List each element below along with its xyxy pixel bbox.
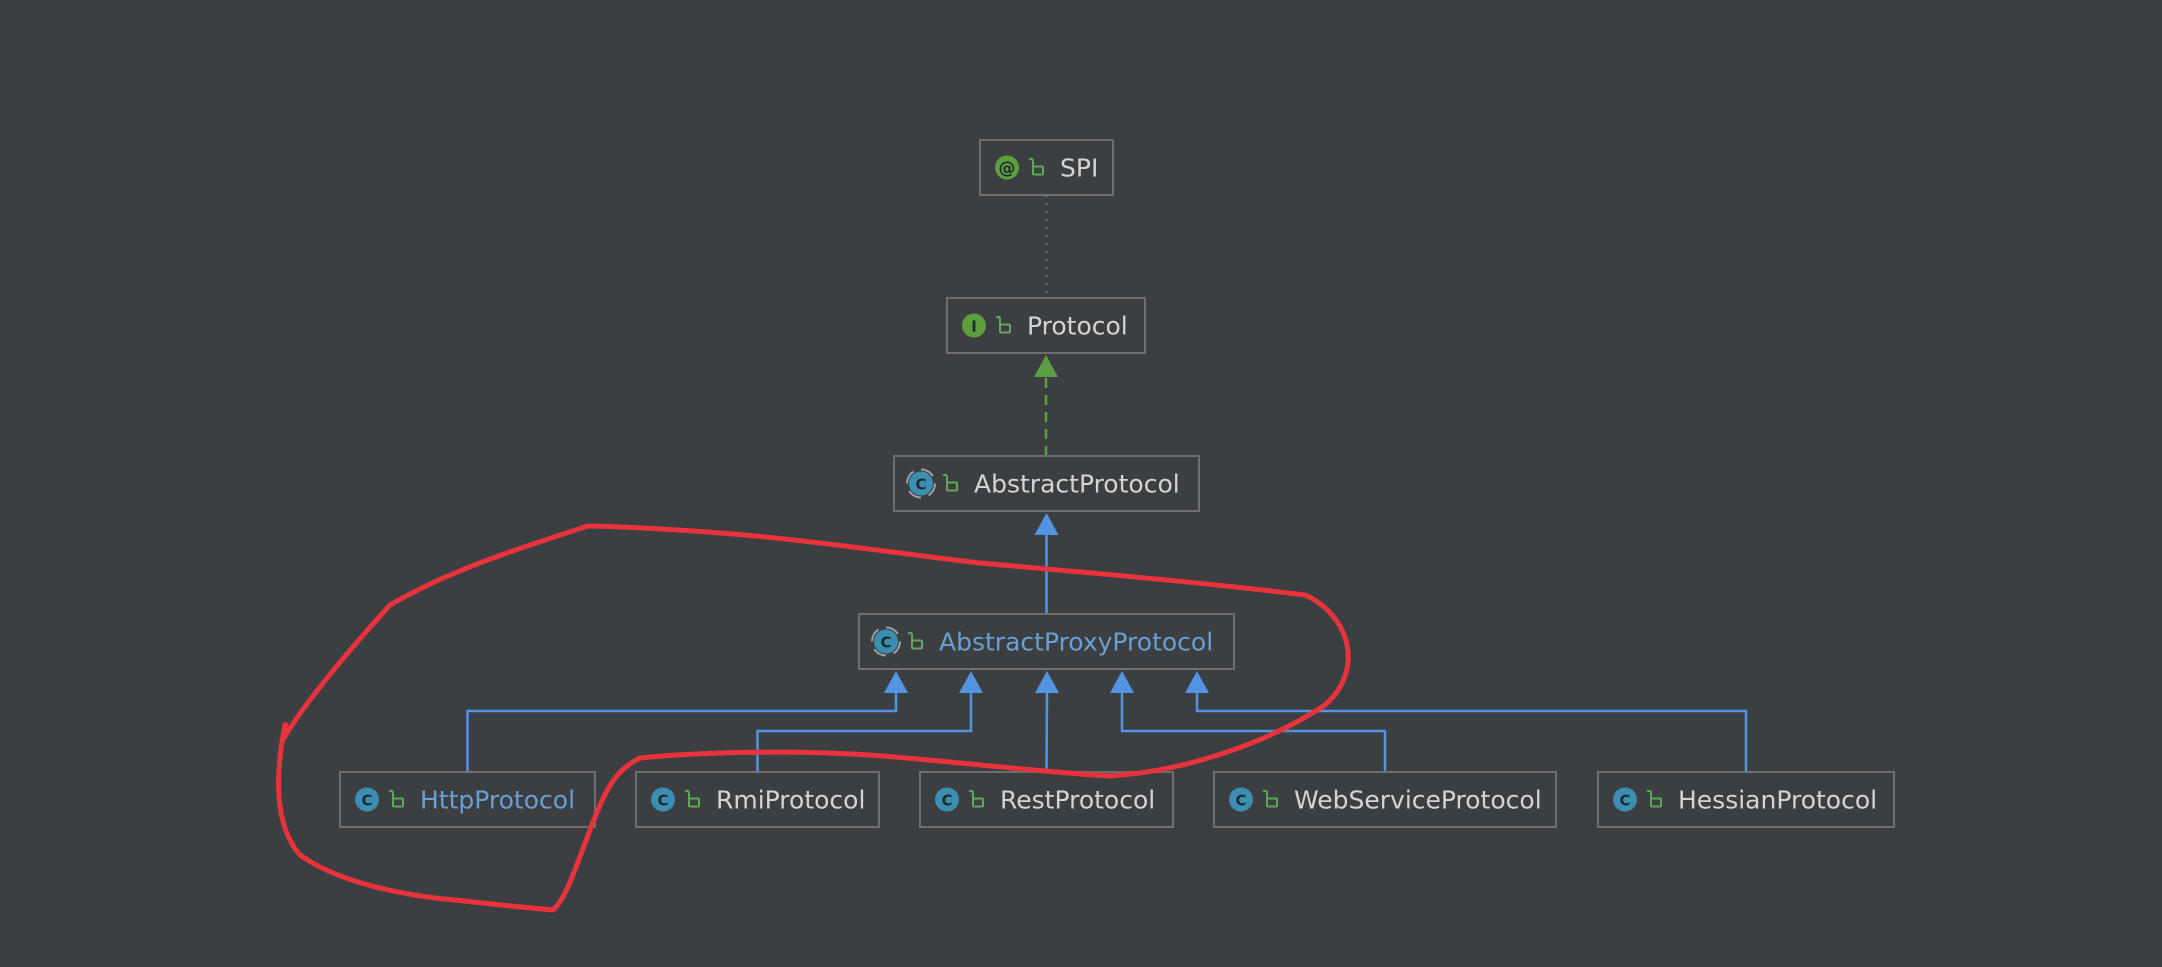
node-http-protocol[interactable]: C HttpProtocol xyxy=(339,771,596,828)
svg-text:C: C xyxy=(915,476,926,494)
svg-text:I: I xyxy=(971,318,977,336)
edge-rest-protocol-abstractproxyprotocol xyxy=(1045,692,1049,773)
public-visibility-icon xyxy=(1262,789,1278,808)
node-box xyxy=(979,139,1114,196)
svg-text:C: C xyxy=(880,634,891,652)
node-label: HessianProtocol xyxy=(1678,786,1877,815)
node-box xyxy=(339,771,596,828)
svg-text:C: C xyxy=(1235,792,1246,810)
node-abstract-protocol[interactable]: C AbstractProtocol xyxy=(893,455,1200,512)
annotation-layer xyxy=(276,523,1351,913)
public-visibility-icon xyxy=(907,631,923,650)
node-hessian-protocol[interactable]: C HessianProtocol xyxy=(1597,771,1895,828)
node-rest-protocol[interactable]: C RestProtocol xyxy=(919,771,1174,828)
svg-text:C: C xyxy=(941,792,952,810)
class-icon: C xyxy=(935,787,959,812)
abstract-class-icon: C xyxy=(906,468,936,499)
public-visibility-icon xyxy=(995,315,1011,334)
node-label: AbstractProxyProtocol xyxy=(939,628,1213,657)
class-icon: C xyxy=(651,787,675,812)
node-label: RmiProtocol xyxy=(716,786,865,815)
edge-hessian-protocol-abstractproxyprotocol xyxy=(1195,693,1748,772)
svg-text:C: C xyxy=(1619,792,1630,810)
public-visibility-icon xyxy=(684,789,700,808)
public-visibility-icon xyxy=(942,473,958,492)
abstract-class-icon: C xyxy=(871,626,901,657)
class-icon: C xyxy=(1229,787,1253,812)
node-box xyxy=(893,455,1200,512)
node-label: AbstractProtocol xyxy=(974,470,1180,499)
public-visibility-icon xyxy=(968,789,984,808)
node-spi[interactable]: @ SPI xyxy=(979,139,1114,196)
node-label: SPI xyxy=(1060,154,1098,183)
public-visibility-icon xyxy=(388,789,404,808)
node-protocol[interactable]: I Protocol xyxy=(946,297,1146,354)
node-label: HttpProtocol xyxy=(420,786,575,815)
node-rmi-protocol[interactable]: C RmiProtocol xyxy=(635,771,880,828)
node-label: Protocol xyxy=(1027,312,1128,341)
node-label: RestProtocol xyxy=(1000,786,1155,815)
class-icon: C xyxy=(355,787,379,812)
node-box xyxy=(1597,771,1895,828)
freehand-highlight-loop xyxy=(276,523,1351,913)
annotation-icon: @ xyxy=(995,155,1019,180)
edge-http-protocol-abstractproxyprotocol xyxy=(466,693,898,772)
svg-text:@: @ xyxy=(999,159,1016,179)
svg-text:C: C xyxy=(361,792,372,810)
edges-layer xyxy=(466,195,1748,773)
public-visibility-icon xyxy=(1646,789,1662,808)
public-visibility-icon xyxy=(1028,157,1044,176)
interface-icon: I xyxy=(962,313,986,338)
edge-webservice-protocol-abstractproxyprotocol xyxy=(1120,693,1387,772)
svg-text:C: C xyxy=(657,792,668,810)
node-abstract-proxy-protocol[interactable]: C AbstractProxyProtocol xyxy=(858,613,1235,670)
node-box xyxy=(635,771,880,828)
node-label: WebServiceProtocol xyxy=(1294,786,1542,815)
class-icon: C xyxy=(1613,787,1637,812)
node-webservice-protocol[interactable]: C WebServiceProtocol xyxy=(1213,771,1557,828)
